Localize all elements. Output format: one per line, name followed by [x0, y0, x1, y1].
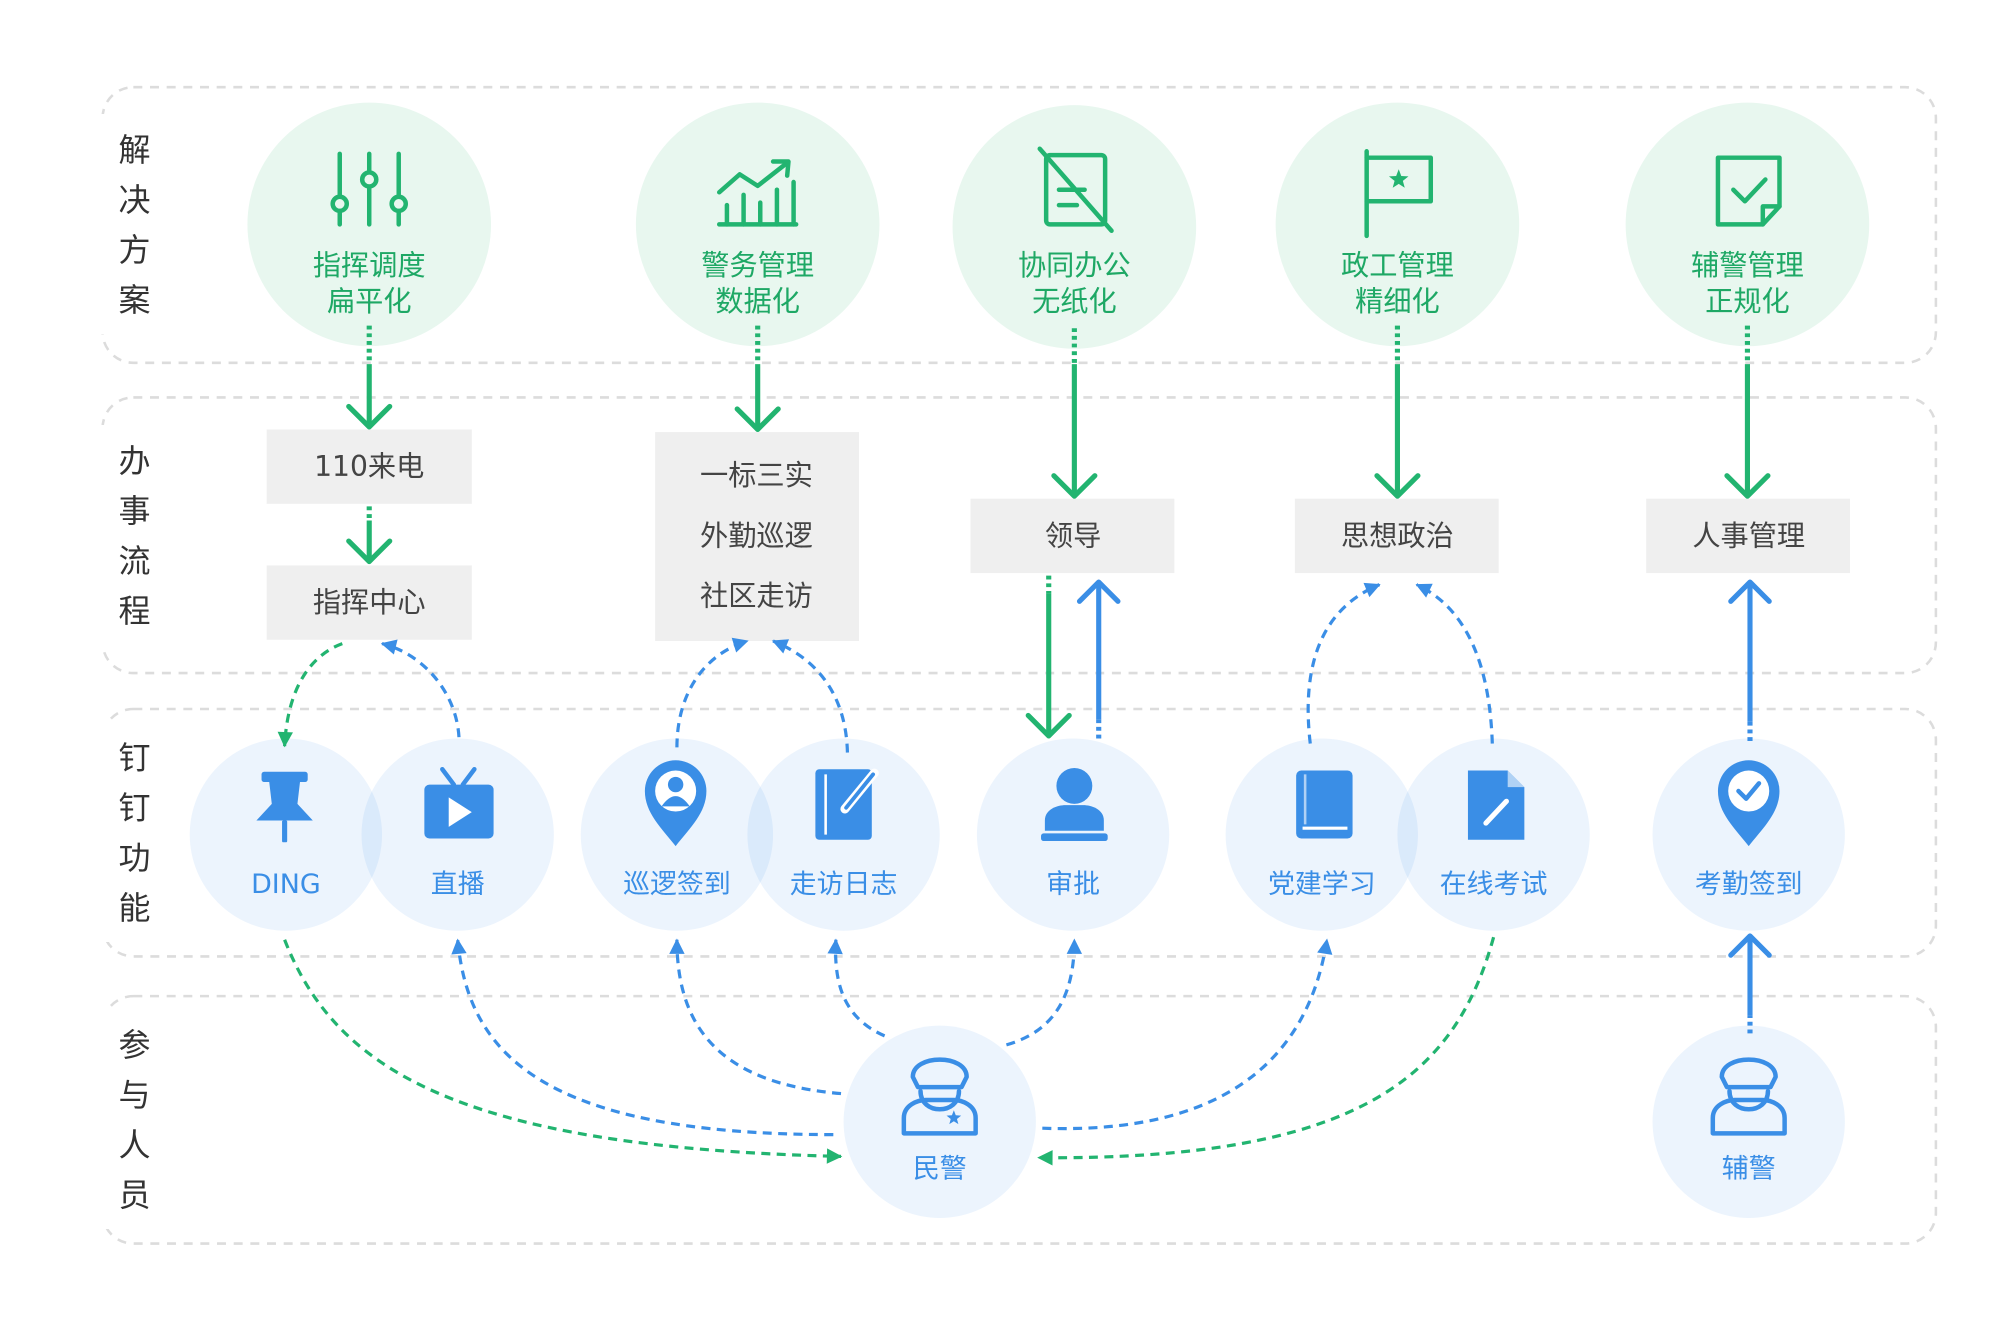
person-stamp-icon	[1041, 767, 1108, 842]
box-field-work-line: 外勤巡逻	[700, 519, 813, 552]
participant-label: 辅警	[1722, 1154, 1776, 1185]
box-personnel	[1646, 498, 1850, 574]
curve-patrol-to-fieldwork	[675, 637, 749, 748]
curve-study-to-ideology	[1306, 582, 1381, 744]
solution-label-line1: 辅警管理	[1691, 249, 1804, 282]
sliders-icon	[330, 151, 409, 227]
curve-police-to-visitlog	[827, 938, 886, 1038]
notebook-pen-icon	[815, 768, 879, 840]
paperless-document-icon	[1037, 146, 1114, 234]
pushpin-icon	[256, 771, 313, 843]
participant-nodes: 民警 辅警	[843, 1025, 1845, 1218]
curve-police-to-patrol	[669, 938, 842, 1096]
solution-label-line2: 数据化	[715, 285, 800, 318]
section-label-solutions: 解决方案	[94, 114, 171, 334]
checked-document-icon	[1715, 155, 1782, 227]
box-political-label: 思想政治	[1341, 519, 1454, 552]
box-field-work	[655, 432, 859, 642]
solution-nodes: 指挥调度 扁平化 警务管理 数据化 协同办公 无纸化 政工管理 精细化 辅警管理…	[247, 102, 1870, 349]
feature-label: 考勤签到	[1695, 869, 1803, 900]
curve-visitlog-to-fieldwork	[771, 639, 850, 753]
solution-circle-political	[1275, 102, 1520, 347]
curve-exam-to-police	[1037, 936, 1496, 1166]
flag-icon	[1364, 149, 1434, 239]
feature-label: 审批	[1046, 869, 1100, 900]
section-label-workflow: 办事流程	[94, 425, 171, 645]
curved-arrows	[277, 582, 1496, 1166]
workflow-nodes: 110来电 指挥中心 一标三实 外勤巡逻 社区走访 领导 思想政治 人事管理	[266, 429, 1850, 642]
location-person-icon	[644, 760, 707, 847]
box-field-work-line: 一标三实	[700, 459, 813, 492]
auxiliary-police-icon	[1710, 1057, 1787, 1136]
book-icon	[1296, 770, 1353, 839]
box-political	[1294, 498, 1499, 574]
police-officer-icon	[901, 1057, 978, 1136]
band-workflow	[101, 396, 1938, 675]
box-110-call	[266, 429, 472, 504]
solution-label-line2: 无纸化	[1032, 285, 1117, 318]
box-personnel-label: 人事管理	[1692, 519, 1805, 552]
box-field-work-line: 社区走访	[700, 580, 813, 613]
feature-label: 在线考试	[1440, 869, 1548, 900]
curve-police-to-study	[1042, 938, 1333, 1131]
box-command-center-label: 指挥中心	[313, 586, 426, 619]
feature-label: 直播	[431, 869, 485, 900]
solution-label-line1: 指挥调度	[313, 249, 426, 282]
feature-label: 走访日志	[790, 869, 898, 900]
solution-label-line1: 协同办公	[1018, 249, 1131, 282]
box-leader	[970, 498, 1175, 574]
band-solutions	[101, 85, 1938, 365]
tv-play-icon	[424, 766, 494, 839]
solution-label-line1: 政工管理	[1341, 249, 1454, 282]
section-label-text: 解决方案	[113, 133, 152, 333]
participant-circle-auxiliary	[1652, 1025, 1845, 1218]
section-label-text: 办事流程	[113, 444, 152, 644]
box-leader-label: 领导	[1045, 519, 1101, 552]
document-edit-icon	[1467, 770, 1525, 840]
box-command-center	[266, 565, 472, 640]
solution-label-line1: 警务管理	[701, 249, 814, 282]
participant-circle-police	[843, 1025, 1036, 1218]
curve-police-to-live	[451, 938, 834, 1137]
location-check-icon	[1717, 760, 1780, 847]
solution-label-line2: 精细化	[1355, 285, 1440, 318]
solution-circle-office	[952, 105, 1197, 349]
feature-nodes: DING 直播 巡逻签到 走访日志 审批 党建学习 在线考试 考勤签到	[189, 738, 1845, 931]
section-label-text: 钉钉功能	[113, 741, 152, 941]
curve-police-to-approval	[1005, 938, 1083, 1047]
section-label-participants: 参与人员	[94, 1009, 171, 1229]
curve-live-to-center	[380, 639, 461, 738]
curve-ding-to-police	[283, 939, 843, 1164]
feature-label: 巡逻签到	[623, 869, 731, 900]
feature-label: 党建学习	[1268, 869, 1376, 900]
section-label-text: 参与人员	[113, 1028, 152, 1228]
flow-arrows	[346, 325, 1772, 1034]
curve-center-to-ding	[277, 642, 343, 748]
feature-label: DING	[251, 869, 321, 900]
trend-chart-icon	[716, 159, 799, 227]
section-label-features: 钉钉功能	[94, 722, 171, 942]
solution-label-line2: 正规化	[1705, 285, 1790, 318]
curve-exam-to-ideology	[1415, 583, 1494, 744]
participant-label: 民警	[913, 1154, 967, 1185]
solution-label-line2: 扁平化	[327, 285, 412, 318]
box-110-call-label: 110来电	[314, 450, 424, 483]
